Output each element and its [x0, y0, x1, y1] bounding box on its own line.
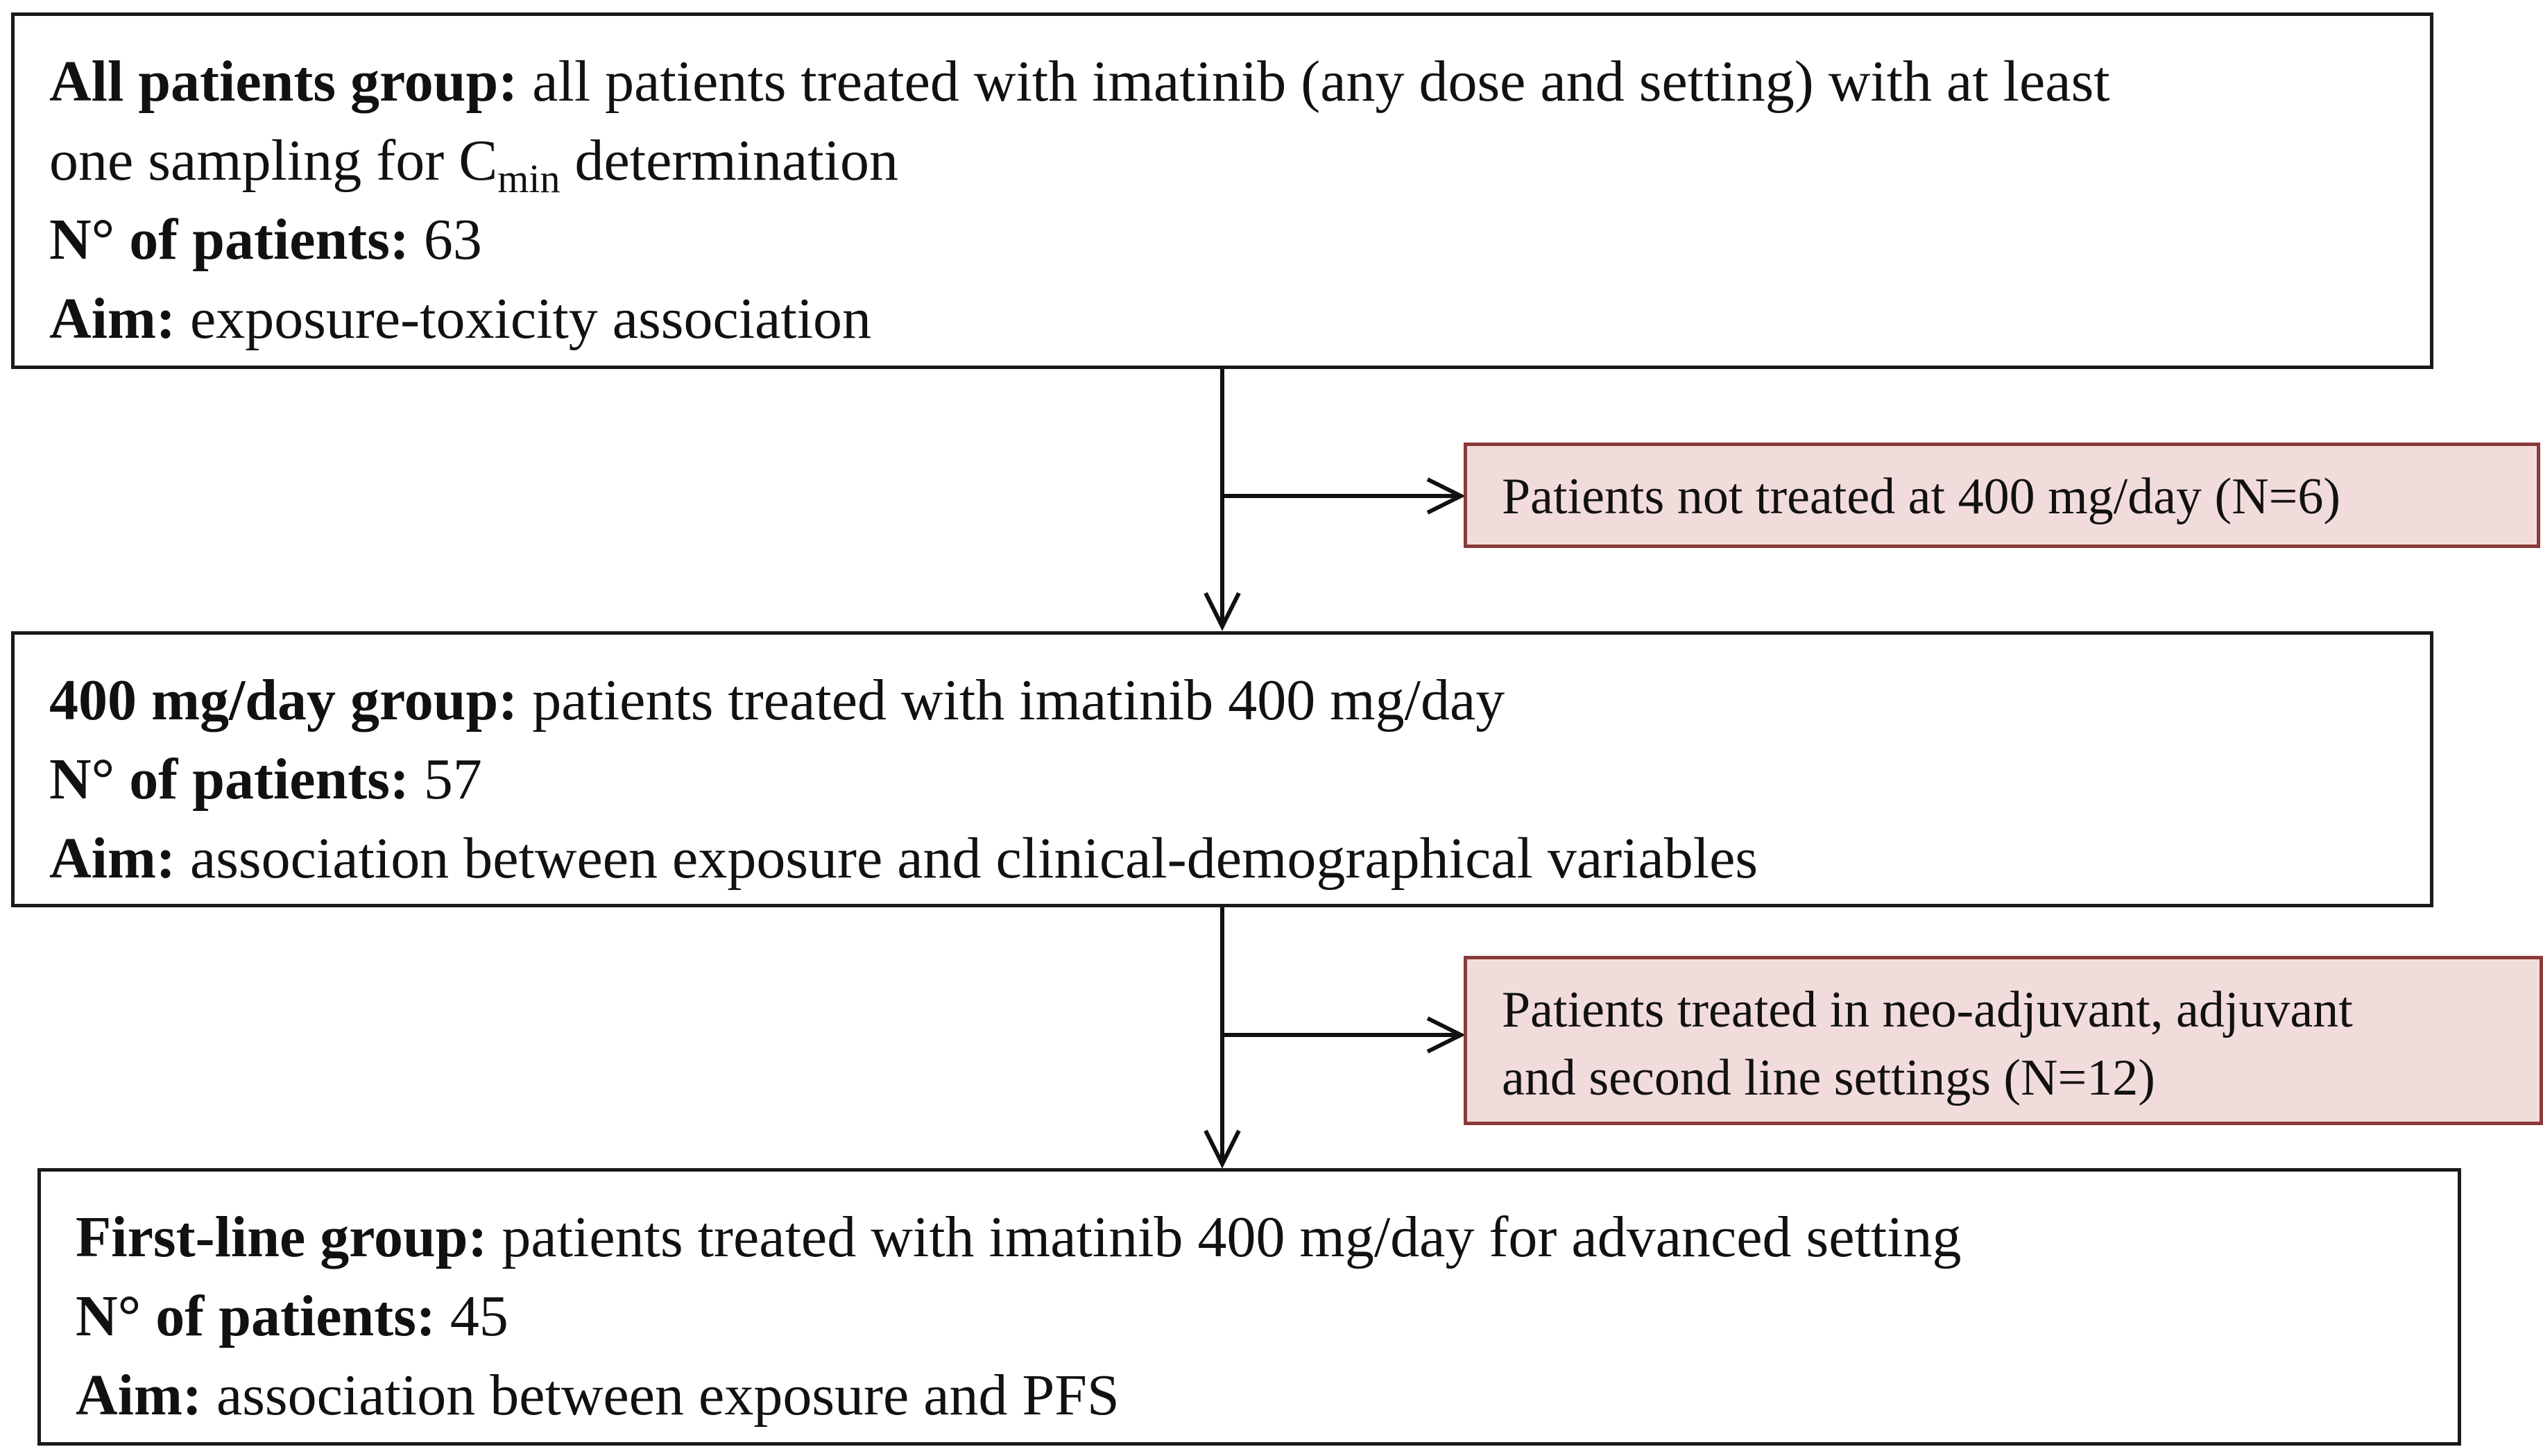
first-line-aim-row: Aim: association between exposure and PF… — [76, 1356, 2458, 1435]
400mg-group-label: 400 mg/day group: — [49, 668, 518, 733]
400mg-desc-row: 400 mg/day group: patients treated with … — [49, 661, 2430, 740]
exclusion-2-line2: and second line settings (N=12) — [1502, 1050, 2155, 1106]
all-patients-aim-value: exposure-toxicity association — [189, 286, 872, 351]
400mg-group-box: 400 mg/day group: patients treated with … — [11, 631, 2433, 907]
exclusion-box-1: Patients not treated at 400 mg/day (N=6) — [1464, 443, 2540, 548]
exclusion-1-text: Patients not treated at 400 mg/day (N=6) — [1502, 468, 2341, 525]
all-patients-desc: all patients treated with imatinib (any … — [532, 49, 2110, 114]
400mg-n-value: 57 — [423, 747, 482, 812]
first-line-group-box: First-line group: patients treated with … — [37, 1168, 2461, 1446]
exclusion-box-2: Patients treated in neo-adjuvant, adjuva… — [1464, 956, 2543, 1125]
400mg-n-label: N° of patients: — [49, 747, 409, 812]
first-line-aim-value: association between exposure and PFS — [216, 1363, 1120, 1428]
all-patients-desc-line1: All patients group: all patients treated… — [49, 42, 2430, 121]
first-line-n-value: 45 — [449, 1284, 508, 1348]
all-patients-n-row: N° of patients: 63 — [49, 200, 2430, 280]
all-patients-aim-row: Aim: exposure-toxicity association — [49, 280, 2430, 359]
400mg-aim-label: Aim: — [49, 826, 175, 891]
400mg-aim-value: association between exposure and clinica… — [189, 826, 1758, 891]
all-patients-label: All patients group: — [49, 49, 518, 114]
all-patients-desc-pre: one sampling for C — [49, 128, 498, 193]
all-patients-n-label: N° of patients: — [49, 207, 409, 272]
first-line-n-row: N° of patients: 45 — [76, 1277, 2458, 1356]
all-patients-n-value: 63 — [423, 207, 482, 272]
all-patients-box: All patients group: all patients treated… — [11, 12, 2433, 369]
all-patients-desc-post: determination — [560, 128, 898, 193]
all-patients-desc-line2: one sampling for Cmin determination — [49, 121, 2430, 200]
first-line-aim-label: Aim: — [76, 1363, 202, 1428]
400mg-group-desc: patients treated with imatinib 400 mg/da… — [532, 668, 1505, 733]
400mg-aim-row: Aim: association between exposure and cl… — [49, 819, 2430, 898]
all-patients-aim-label: Aim: — [49, 286, 175, 351]
400mg-n-row: N° of patients: 57 — [49, 740, 2430, 819]
exclusion-2-line1: Patients treated in neo-adjuvant, adjuva… — [1502, 982, 2353, 1038]
first-line-label: First-line group: — [76, 1205, 488, 1269]
first-line-desc-row: First-line group: patients treated with … — [76, 1198, 2458, 1277]
first-line-desc: patients treated with imatinib 400 mg/da… — [502, 1205, 1962, 1269]
cmin-subscript: min — [497, 156, 560, 201]
first-line-n-label: N° of patients: — [76, 1284, 436, 1348]
